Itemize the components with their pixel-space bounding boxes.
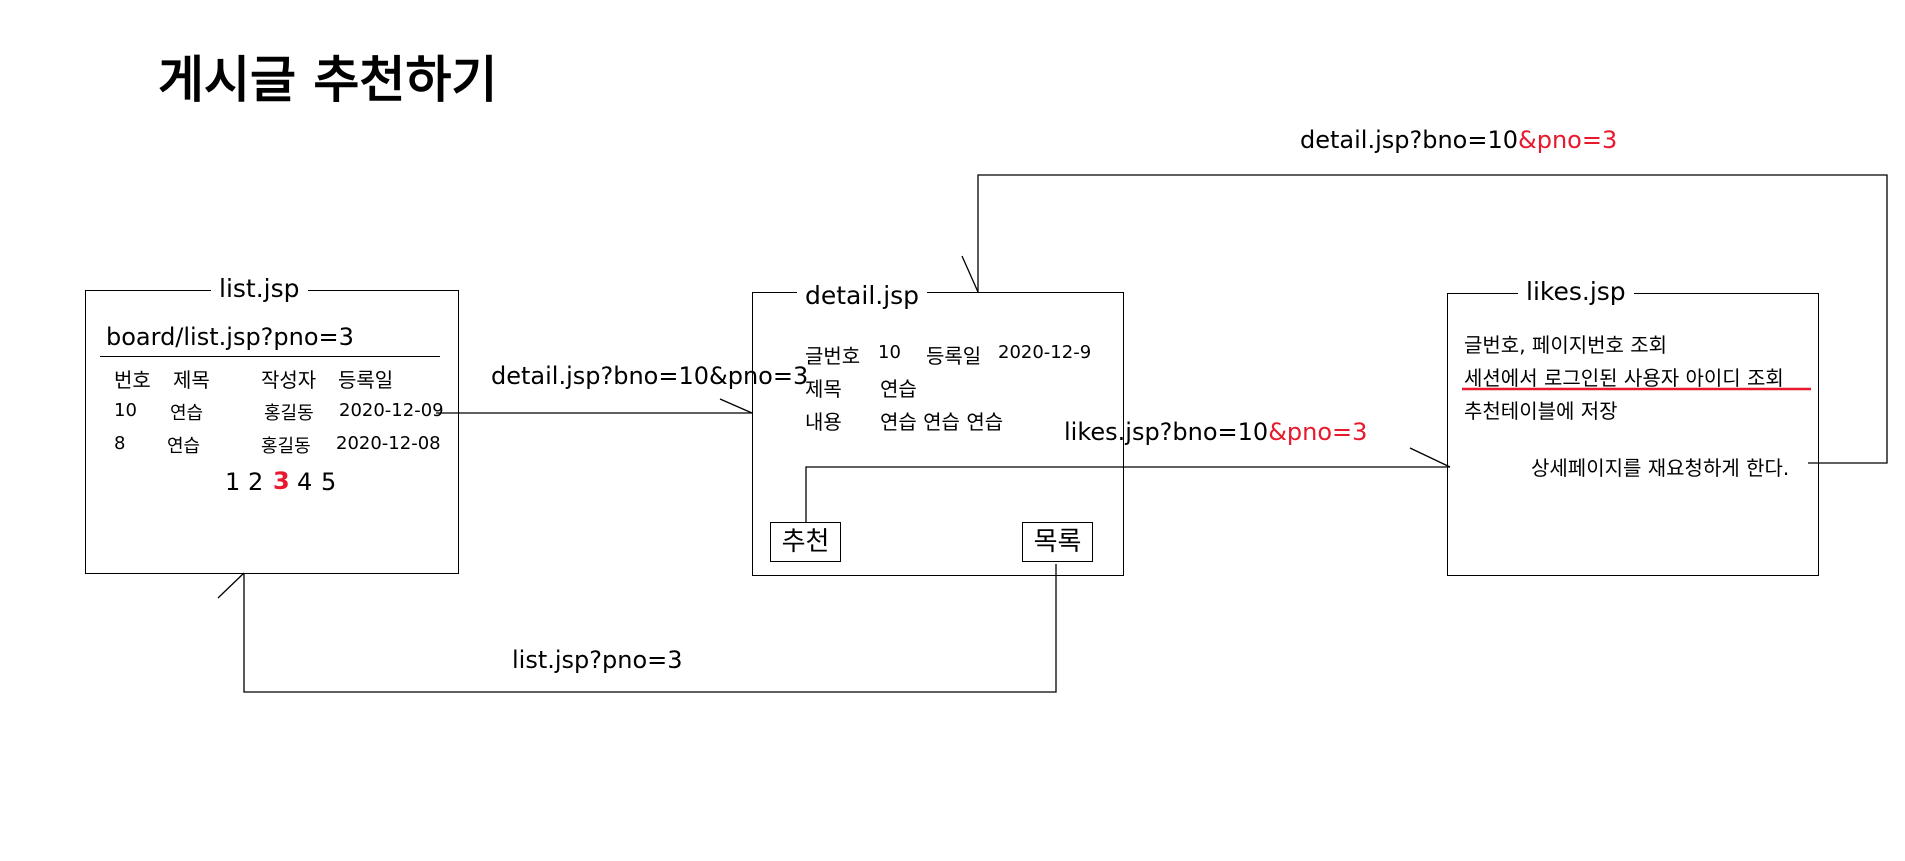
detail-label-title: 제목 xyxy=(805,377,842,401)
list-row-1-no: 10 xyxy=(114,400,137,421)
detail-value-no: 10 xyxy=(878,342,901,363)
list-header-no: 번호 xyxy=(114,368,151,392)
pagination-3-current[interactable]: 3 xyxy=(273,467,290,495)
page-title: 게시글 추천하기 xyxy=(158,51,498,109)
detail-value-content: 연습 연습 연습 xyxy=(880,410,1004,434)
detail-label-content: 내용 xyxy=(805,410,842,434)
detail-value-title: 연습 xyxy=(880,377,917,401)
detail-jsp-title: detail.jsp xyxy=(797,281,928,310)
list-jsp-title: list.jsp xyxy=(211,274,308,303)
label-back-to-detail: detail.jsp?bno=10&pno=3 xyxy=(1300,126,1617,154)
list-header-date: 등록일 xyxy=(338,368,394,392)
likes-step-2: 세션에서 로그인된 사용자 아이디 조회 xyxy=(1464,366,1784,390)
likes-step-4: 상세페이지를 재요청하게 한다. xyxy=(1531,456,1790,480)
label-to-likes: likes.jsp?bno=10&pno=3 xyxy=(1064,418,1367,446)
list-row-2-writer: 홍길동 xyxy=(261,436,311,457)
label-to-list: list.jsp?pno=3 xyxy=(512,646,683,674)
label-to-detail: detail.jsp?bno=10&pno=3 xyxy=(491,362,809,390)
detail-label-date: 등록일 xyxy=(926,344,982,368)
detail-value-date: 2020-12-9 xyxy=(998,342,1092,363)
pagination-1[interactable]: 1 xyxy=(225,468,241,496)
label-to-likes-main: likes.jsp?bno=10 xyxy=(1064,418,1269,446)
like-button[interactable]: 추천 xyxy=(770,522,841,562)
detail-jsp-box xyxy=(752,292,1124,576)
list-row-2-date: 2020-12-08 xyxy=(336,433,441,454)
list-header-title: 제목 xyxy=(173,368,210,392)
likes-step-3: 추천테이블에 저장 xyxy=(1464,399,1618,423)
label-back-pno: &pno=3 xyxy=(1518,126,1618,154)
label-back-main: detail.jsp?bno=10 xyxy=(1300,126,1519,154)
likes-jsp-title: likes.jsp xyxy=(1518,277,1634,306)
pagination-5[interactable]: 5 xyxy=(321,468,337,496)
list-row-2-title[interactable]: 연습 xyxy=(167,436,201,457)
pagination-2[interactable]: 2 xyxy=(248,468,264,496)
list-row-1-writer: 홍길동 xyxy=(264,403,314,424)
detail-label-no: 글번호 xyxy=(805,344,861,368)
list-row-2-no: 8 xyxy=(114,433,126,454)
list-row-1-date: 2020-12-09 xyxy=(339,400,444,421)
list-button[interactable]: 목록 xyxy=(1022,522,1093,562)
list-row-1-title[interactable]: 연습 xyxy=(170,403,204,424)
pagination-4[interactable]: 4 xyxy=(297,468,313,496)
likes-step-1: 글번호, 페이지번호 조회 xyxy=(1464,333,1668,357)
list-url: board/list.jsp?pno=3 xyxy=(106,323,354,351)
label-to-likes-pno: &pno=3 xyxy=(1268,418,1368,446)
list-header-writer: 작성자 xyxy=(261,368,317,392)
list-url-underline xyxy=(100,356,440,357)
